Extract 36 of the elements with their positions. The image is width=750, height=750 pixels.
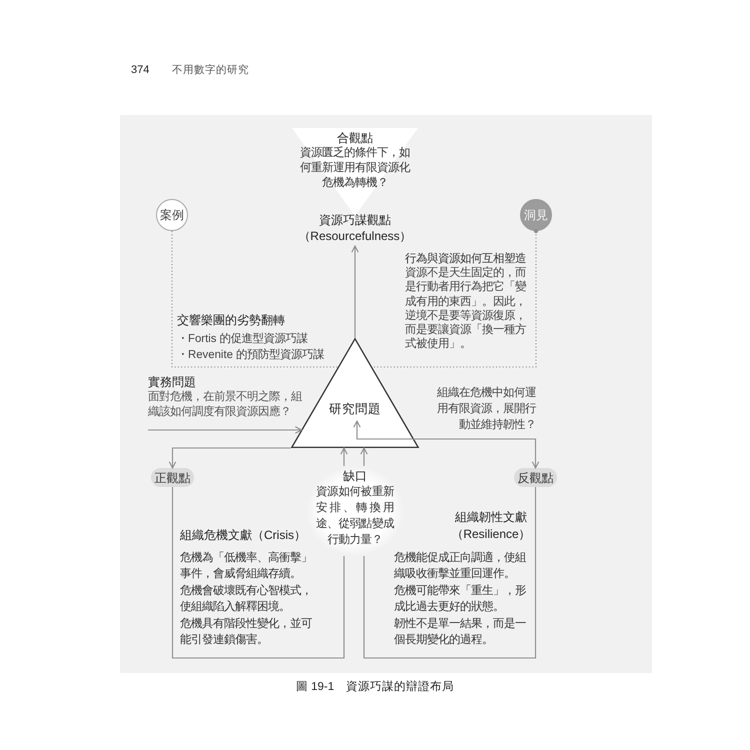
arrow: [353, 420, 540, 469]
question-text: 資源如何被重新安排、轉換用途、從弱點變成行動力量？: [316, 484, 394, 548]
heading-text: 缺口: [343, 468, 367, 484]
arrow: [351, 245, 359, 338]
body-text: 危機具有階段性變化，並可能引發連鎖傷害。: [180, 616, 313, 648]
body-text: 危機能促成正向調適，使組織吸收衝擊並重回運作。: [394, 550, 527, 582]
arrow: [148, 426, 302, 434]
pill-tag: 正觀點: [151, 468, 194, 487]
heading-text: 資源巧謀觀點（Resourcefulness）: [294, 212, 416, 246]
body-text: 危機會破壞既有心智模式，使組織陷入解釋困境。: [180, 583, 313, 616]
heading-text: 合觀點: [337, 131, 373, 146]
question-text: 資源匱乏的條件下，如何重新運用有限資源化危機為轉機？: [300, 146, 410, 191]
running-header: 不用數字的研究: [172, 63, 249, 77]
node-label: 研究問題: [329, 401, 381, 417]
body-text: 危機為「低機率、高衝擊」事件，會威脅組織存續。: [180, 550, 313, 582]
body-text: 韌性不是單一結果，而是一個長期變化的過程。: [394, 616, 527, 648]
dotted-line: [372, 228, 538, 368]
heading-text: 組織韌性文獻（Resilience）: [450, 509, 532, 543]
heading-text: 交響樂團的劣勢翻轉: [177, 312, 285, 328]
connector-line: [172, 487, 345, 659]
arrow: [168, 447, 291, 469]
arrow: [360, 447, 368, 466]
body-text: 面對危機，在前景不明之際，組織該如何調度有限資源因應？: [148, 390, 303, 420]
body-text: 資源不是天生固定的，而是行動者用行為把它「變成有用的東西」。因此，逆境不是要等資源復原，而是要讓資源「換一種方式被使用」。: [405, 266, 527, 352]
pill-tag: 反觀點: [514, 468, 557, 487]
body-text: 危機可能帶來「重生」，形成比過去更好的狀態。: [394, 584, 527, 616]
page-number: 374: [131, 63, 150, 78]
bullet-item: ・Revenite 的預防型資源巧謀: [177, 348, 324, 363]
figure-caption: 圖 19-1 資源巧謀的辯證布局: [296, 680, 454, 695]
bullet-item: ・Fortis 的促進型資源巧謀: [177, 332, 308, 347]
arrow: [340, 447, 348, 466]
heading-text: 實務問題: [148, 375, 196, 390]
heading-text: 組織危機文獻（Crisis）: [180, 527, 306, 543]
dotted-line: [171, 231, 338, 368]
connector-line: [363, 487, 536, 659]
heading-text: 行為與資源如何互相塑造: [405, 252, 526, 266]
